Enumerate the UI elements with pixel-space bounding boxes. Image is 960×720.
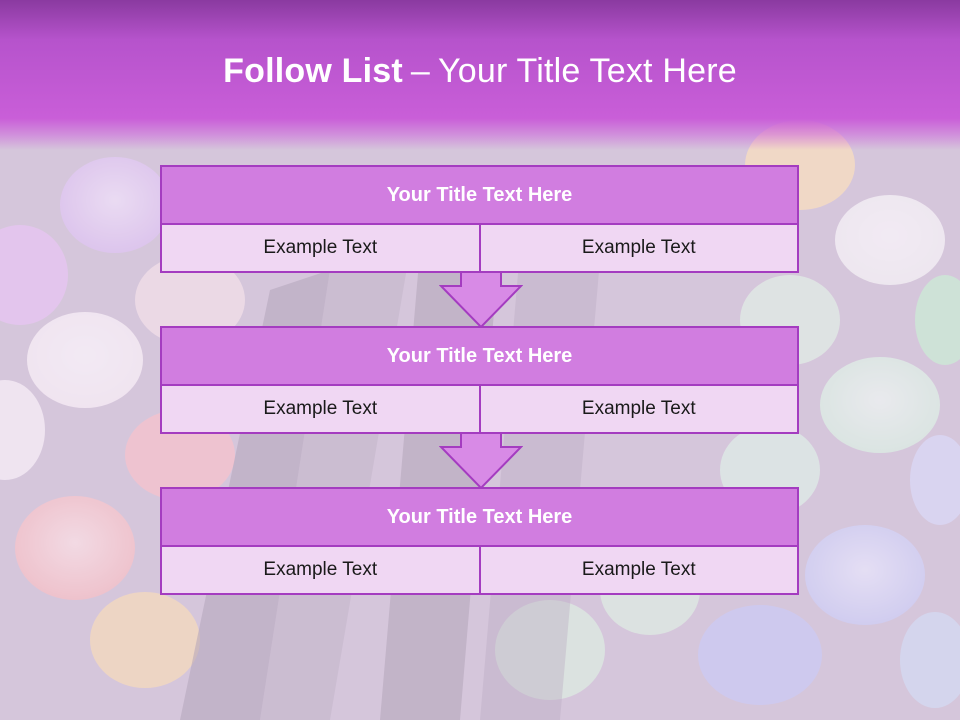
down-arrow-icon bbox=[439, 271, 523, 329]
step-title: Your Title Text Here bbox=[162, 167, 797, 225]
step-cell-right: Example Text bbox=[478, 225, 797, 271]
step-cell-right: Example Text bbox=[478, 547, 797, 593]
step-cell-left: Example Text bbox=[162, 386, 479, 432]
step-cell-left: Example Text bbox=[162, 547, 479, 593]
step-box-3: Your Title Text Here Example Text Exampl… bbox=[160, 487, 799, 595]
header-band: Follow List–Your Title Text Here bbox=[0, 0, 960, 150]
down-arrow-icon bbox=[439, 432, 523, 490]
title-separator: – bbox=[410, 52, 431, 90]
step-cell-right: Example Text bbox=[478, 386, 797, 432]
slide-title: Follow List–Your Title Text Here bbox=[0, 52, 960, 91]
step-box-1: Your Title Text Here Example Text Exampl… bbox=[160, 165, 799, 273]
title-bold: Follow List bbox=[223, 52, 403, 90]
step-row: Example Text Example Text bbox=[162, 547, 797, 593]
step-box-2: Your Title Text Here Example Text Exampl… bbox=[160, 326, 799, 434]
title-rest: Your Title Text Here bbox=[438, 52, 737, 90]
step-title: Your Title Text Here bbox=[162, 328, 797, 386]
step-row: Example Text Example Text bbox=[162, 386, 797, 432]
step-title: Your Title Text Here bbox=[162, 489, 797, 547]
step-row: Example Text Example Text bbox=[162, 225, 797, 271]
step-cell-left: Example Text bbox=[162, 225, 479, 271]
